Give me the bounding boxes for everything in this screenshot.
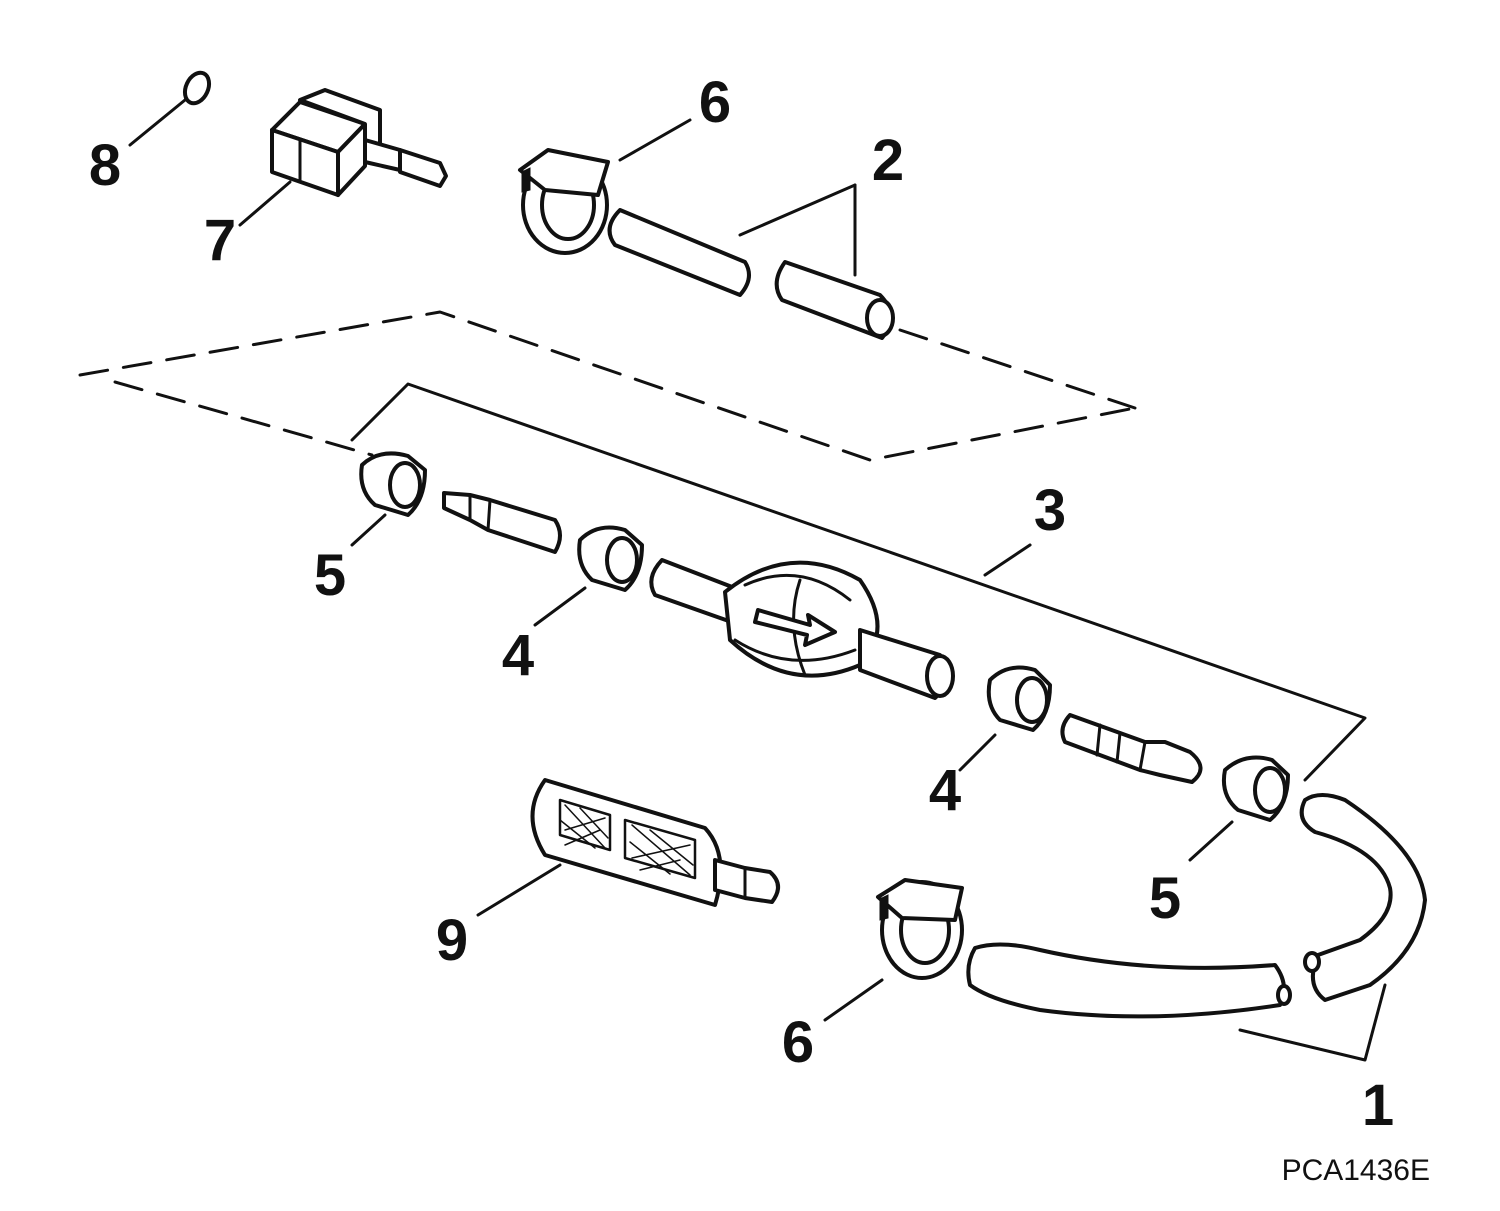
fuel-filter-part (530, 778, 780, 907)
callout-8: 8 (89, 133, 121, 198)
clamp-ring-part-4-left (577, 525, 644, 592)
fuel-connector-part (270, 88, 448, 197)
connector-fitting-part-left (442, 491, 562, 554)
callout-5-left: 5 (314, 543, 346, 608)
callout-4-right: 4 (929, 758, 961, 823)
bracket-line-3 (350, 382, 1367, 782)
hose-section-part-2 (607, 208, 895, 340)
callout-9: 9 (436, 908, 468, 973)
flow-arrow-icon (753, 608, 837, 647)
hose-clamp-part-bottom (876, 878, 964, 980)
callout-6-top: 6 (699, 70, 731, 135)
callout-3: 3 (1034, 478, 1066, 543)
figure-code: PCA1436E (1282, 1154, 1430, 1187)
clamp-ring-part-left (359, 451, 427, 517)
clamp-ring-part-4-right (986, 665, 1052, 732)
connector-fitting-part-right (1060, 713, 1203, 784)
callout-5-right: 5 (1149, 866, 1181, 931)
callout-1: 1 (1362, 1073, 1394, 1138)
callout-2: 2 (872, 128, 904, 193)
clamp-ring-part-right (1221, 755, 1290, 822)
callout-7: 7 (204, 208, 236, 273)
hose-clamp-part-top (518, 148, 610, 255)
callout-4-left: 4 (502, 623, 534, 688)
primer-bulb-part (649, 558, 955, 700)
o-ring-part (182, 70, 212, 106)
curved-hose-part-1 (966, 793, 1427, 1019)
callout-6-bottom: 6 (782, 1010, 814, 1075)
dashed-group-outline (78, 310, 1137, 462)
leader-lines (128, 98, 1387, 1062)
